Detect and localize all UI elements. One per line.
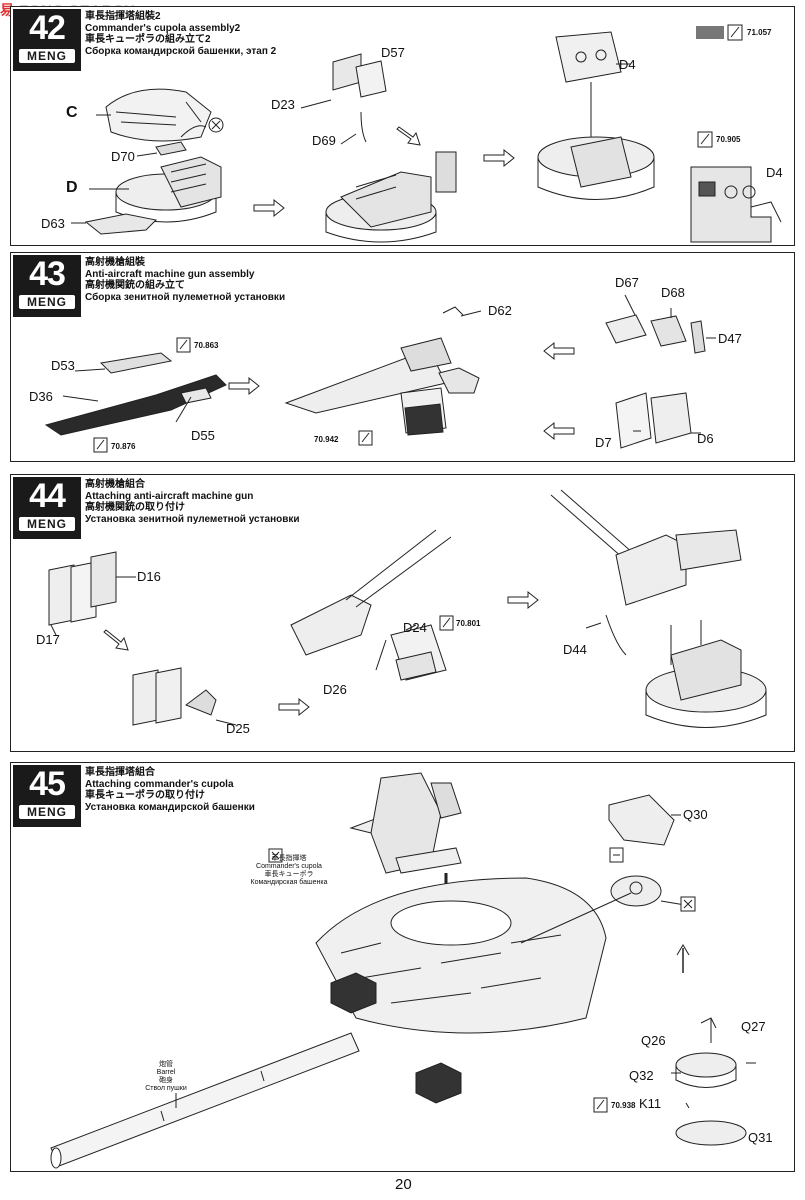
title-ru: Установка командирской башенки [85,801,255,813]
part-d36: D36 [29,389,53,404]
part-d57: D57 [381,45,405,60]
step-43-drawing [44,294,716,453]
title-en: Anti-aircraft machine gun assembly [85,268,255,280]
title-jp: 高射機関銃の組み立て [85,280,185,291]
step-badge: 44 MENG [13,477,81,539]
callout-ru: Ствол пушки [145,1085,187,1092]
title-ru: Установка зенитной пулеметной установки [85,513,300,525]
part-d7: D7 [595,435,612,450]
step-badge: 42 MENG [13,9,81,71]
callout-jp: 車長キューポラ [264,871,314,878]
title-cn: 車長指揮塔組裝2 [85,11,161,22]
title-en: Commander's cupola assembly2 [85,22,241,34]
part-d24: D24 [403,620,427,635]
step-43-panel: 43 MENG 高射機槍組裝 Anti-aircraft machine gun… [10,252,795,462]
part-d67: D67 [615,275,639,290]
title-jp: 車長キューポラの取り付け [85,790,205,801]
callout-cupola: 車長指揮塔 Commander's cupola 車長キューポラ Команди… [239,855,339,887]
part-d68: D68 [661,285,685,300]
title-jp: 車長キューポラの組み立て2 [85,34,211,45]
brand-logo: MENG [19,805,75,819]
part-d44: D44 [563,642,587,657]
part-d17: D17 [36,632,60,647]
title-jp: 高射機関銃の取り付け [85,502,185,513]
part-d55: D55 [191,428,215,443]
title-en: Attaching commander's cupola [85,778,234,790]
paint-swatch [696,26,724,39]
part-d69: D69 [312,133,336,148]
step-45-drawing [50,772,756,1169]
part-d53: D53 [51,358,75,373]
title-cn: 車長指揮塔組合 [85,767,155,778]
step-number: 43 [29,255,66,293]
part-d23: D23 [271,97,295,112]
part-d6: D6 [697,431,714,446]
step-badge: 43 MENG [13,255,81,317]
callout-cn: 炮管 [159,1061,173,1068]
title-ru: Сборка зенитной пулеметной установки [85,291,286,303]
part-q31: Q31 [748,1130,773,1145]
part-d26: D26 [323,682,347,697]
page-number: 20 [395,1176,412,1193]
part-d25: D25 [226,721,250,736]
step-titles: 車長指揮塔組合 Attaching commander's cupola 車長キ… [85,767,255,813]
callout-en: Barrel [156,1069,176,1076]
part-q26: Q26 [641,1033,666,1048]
brand-logo: MENG [19,517,75,531]
part-q32: Q32 [629,1068,654,1083]
step-number: 42 [29,9,66,47]
brand-logo: MENG [19,295,75,309]
label-c: C [66,104,78,121]
part-q30: Q30 [683,807,708,822]
step-titles: 高射機槍組合 Attaching anti-aircraft machine g… [85,479,300,525]
part-d70: D70 [111,149,135,164]
step-titles: 高射機槍組裝 Anti-aircraft machine gun assembl… [85,257,285,303]
callout-en: Commander's cupola [256,863,322,870]
paint-code: 70.801 [456,619,481,628]
part-d62: D62 [488,303,512,318]
callout-barrel: 炮管 Barrel 砲身 Ствол пушки [131,1061,201,1093]
title-en: Attaching anti-aircraft machine gun [85,490,254,502]
step-titles: 車長指揮塔組裝2 Commander's cupola assembly2 車長… [85,11,276,57]
step-45-panel: 45 MENG 車長指揮塔組合 Attaching commander's cu… [10,762,795,1172]
step-number: 44 [29,477,66,515]
callout-cn: 車長指揮塔 [271,855,307,862]
callout-jp: 砲身 [159,1077,173,1084]
paint-code: 70.938 [611,1101,636,1110]
paint-code: 71.057 [747,28,772,37]
label-d: D [66,179,78,196]
part-k11: K11 [639,1096,662,1111]
title-cn: 高射機槍組裝 [85,257,145,268]
paint-code: 70.876 [111,442,136,451]
step-badge: 45 MENG [13,765,81,827]
paint-code: 70.905 [716,135,741,144]
brand-logo: MENG [19,49,75,63]
title-ru: Сборка командирской башенки, этап 2 [85,45,277,57]
part-d16: D16 [137,569,161,584]
title-cn: 高射機槍組合 [85,479,145,490]
step-44-drawing [48,489,767,728]
step-42-drawing [71,24,782,243]
step-42-panel: 42 MENG 車長指揮塔組裝2 Commander's cupola asse… [10,6,795,246]
step-44-panel: 44 MENG 高射機槍組合 Attaching anti-aircraft m… [10,474,795,752]
part-d4: D4 [619,57,636,72]
paint-code: 70.942 [314,435,339,444]
paint-code: 70.863 [194,341,219,350]
callout-ru: Командирская башенка [250,879,328,886]
step-number: 45 [29,765,66,803]
part-q27: Q27 [741,1019,766,1034]
part-d4-detail: D4 [766,165,783,180]
part-d47: D47 [718,331,742,346]
part-d63: D63 [41,216,65,231]
